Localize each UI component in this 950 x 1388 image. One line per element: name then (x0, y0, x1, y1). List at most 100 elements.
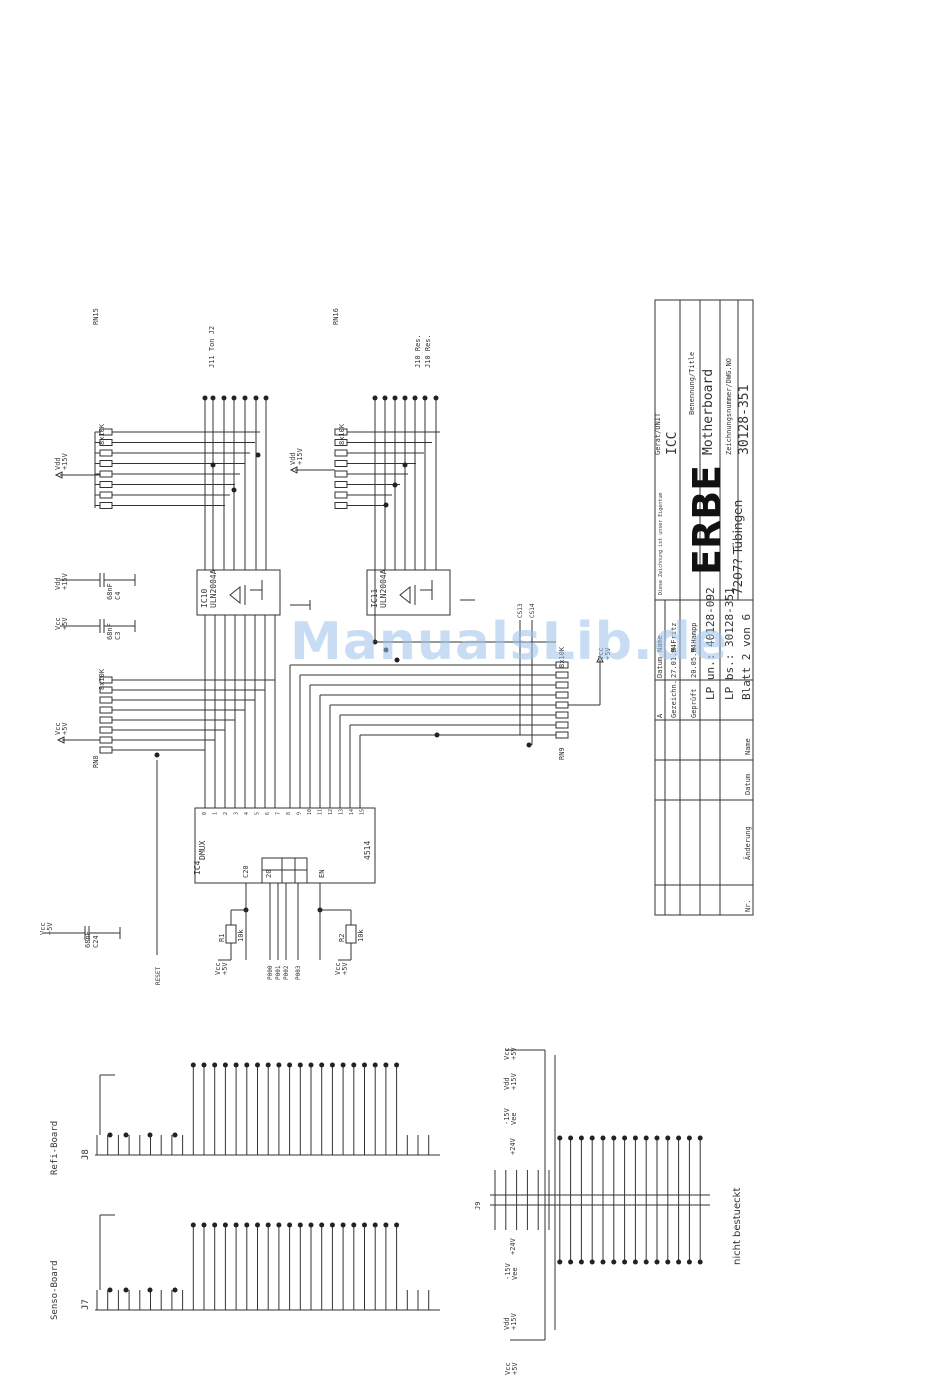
rn16-15v: +15V (296, 447, 304, 465)
resistor (334, 481, 348, 488)
pin-number: 0 (202, 812, 208, 815)
resistor (334, 491, 348, 499)
j9-label: J9 (474, 1202, 482, 1210)
signal-terminal (308, 1222, 314, 1228)
resistor (555, 731, 569, 739)
r1-value: 10k (237, 929, 245, 942)
j9-m15v-a: -15V (504, 1262, 512, 1280)
g20-label: 20 (265, 870, 273, 878)
signal-terminal (568, 1135, 574, 1141)
watermark: ManualsLib.de (290, 612, 729, 672)
c20-label: C20 (242, 865, 250, 878)
unit-value: ICC (665, 432, 680, 455)
signal-terminal (568, 1259, 574, 1265)
signal-terminal (222, 1062, 228, 1068)
signal-terminal (665, 1135, 671, 1141)
lp-bs: LP bs.: 30128-351 (723, 587, 736, 700)
date-2: 20.05.94 (690, 644, 698, 678)
connector-pin (412, 395, 418, 401)
resistor (555, 691, 569, 699)
signal-terminal (600, 1259, 606, 1265)
rn16-vdd: Vdd (289, 452, 297, 465)
signal-terminal (340, 1222, 346, 1228)
r1-resistor (225, 924, 237, 944)
r1-5v: +5V (221, 962, 229, 975)
j9-connector: J9 nicht bestueckt Vcc +5V Vcc +5V Vdd +… (474, 1047, 743, 1375)
signal-terminal (578, 1259, 584, 1265)
connector-pin (210, 395, 216, 401)
j9-vee-a: Vee (511, 1267, 519, 1280)
j9-5v-a: +5V (511, 1362, 519, 1375)
nicht-bestueckt-label: nicht bestueckt (732, 1188, 743, 1265)
j9-24v-b: +24V (509, 1137, 517, 1155)
name-1: M.Fritz (670, 622, 678, 652)
resistor (334, 502, 348, 509)
signal-terminal (372, 1222, 378, 1228)
j9-vdd-b: Vdd (503, 1077, 511, 1090)
cs13-label: CS13 (517, 603, 524, 618)
signal-terminal (611, 1259, 617, 1265)
c4-vdd: Vdd (54, 577, 62, 590)
connector-pin (382, 395, 388, 401)
junction-dot (526, 742, 532, 748)
pin-number: 13 (339, 809, 345, 815)
pin-number: 5 (255, 812, 261, 815)
ic4-label: IC4 (193, 860, 202, 875)
p003-label: P003 (295, 965, 302, 980)
signal-terminal (329, 1222, 335, 1228)
signal-terminal (329, 1062, 335, 1068)
col-name-header: Name (656, 635, 664, 652)
signal-terminal (255, 1222, 260, 1228)
c24-value: 68nF (84, 931, 92, 948)
resistor (99, 736, 113, 744)
rn16-value: 8x10K (338, 423, 346, 445)
company-city: 7207? Tübingen (731, 500, 745, 595)
refi-board-label: Refi-Board (50, 1121, 60, 1175)
signal-terminal (643, 1135, 649, 1141)
signal-terminal (686, 1259, 692, 1265)
junction-dot (255, 452, 261, 458)
j10-label-a: J10 Res. (414, 334, 422, 368)
j9-24v-a: +24V (509, 1237, 517, 1255)
pin-number: 1 (213, 812, 219, 815)
dmux-label: DMUX (198, 841, 207, 860)
signal-terminal (589, 1135, 595, 1141)
resistor (99, 746, 113, 754)
pin-number: 14 (349, 809, 355, 815)
c3-label: C3 (114, 632, 122, 640)
ic10-box (196, 569, 281, 616)
c3-vcc: Vcc (54, 617, 62, 630)
unit-label: Gerät/UNIT (654, 412, 662, 455)
pin-number: 6 (265, 812, 271, 815)
c3-5v: +5V (61, 617, 69, 630)
resistor (99, 706, 113, 714)
signal-terminal (589, 1259, 595, 1265)
signal-terminal (697, 1135, 703, 1141)
signal-terminal (622, 1259, 628, 1265)
signal-terminal (265, 1062, 271, 1068)
signal-terminal (190, 1062, 196, 1068)
c4-15v: +15V (61, 572, 69, 590)
drawing-no-value: 30128-351 (737, 385, 752, 455)
designation-label: Benennung/Title (688, 352, 696, 415)
rn16-label: RN16 (332, 308, 340, 325)
c24-5v: +5V (46, 922, 54, 935)
connector-pin (242, 395, 248, 401)
signal-terminal (372, 1062, 378, 1068)
signal-terminal (557, 1259, 563, 1265)
resistor (334, 460, 348, 467)
connector-pin (433, 395, 439, 401)
rn8-value: 8x10K (98, 668, 106, 690)
signal-terminal (697, 1259, 703, 1265)
resistor (99, 502, 113, 509)
title-block: Gerät/UNIT ICC Benennung/Title Motherboa… (654, 299, 754, 916)
connector-pin (402, 395, 408, 401)
signal-terminal (319, 1222, 325, 1228)
j9-15v-b: +15V (510, 1072, 518, 1090)
connector-pin (231, 395, 237, 401)
signal-terminal (676, 1135, 682, 1141)
signal-terminal (362, 1222, 367, 1228)
junction-dot (172, 1287, 178, 1293)
senso-board-label: Senso-Board (50, 1260, 60, 1320)
